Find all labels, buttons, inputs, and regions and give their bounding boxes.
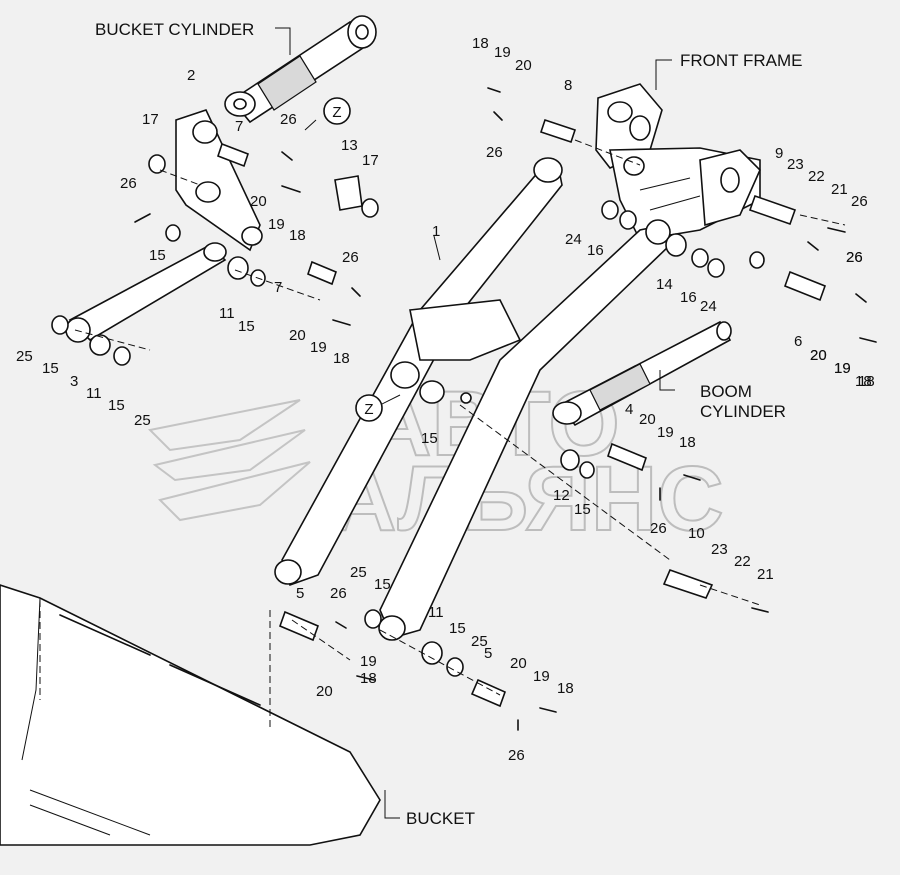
- callout: 7: [274, 279, 282, 296]
- callout: 13: [341, 137, 358, 154]
- callout: 18: [858, 373, 875, 390]
- callout: 18: [289, 227, 306, 244]
- callout: 19: [360, 653, 377, 670]
- callout: 10: [688, 525, 705, 542]
- bucket-cylinder: [224, 15, 377, 124]
- callout: 23: [787, 156, 804, 173]
- watermark-line-2: АЛЬЯНС: [330, 448, 724, 550]
- callout: 4: [625, 401, 633, 418]
- callout: 19: [834, 360, 851, 377]
- callout: 5: [484, 645, 492, 662]
- callout: 26: [508, 747, 525, 764]
- callout: 8: [564, 77, 572, 94]
- callout: 19: [268, 216, 285, 233]
- callout: 18: [855, 373, 872, 390]
- callout: 6: [794, 333, 802, 350]
- callout: 19: [834, 360, 851, 377]
- callout: 12: [553, 487, 570, 504]
- callout: 20: [515, 57, 532, 74]
- callout: 15: [238, 318, 255, 335]
- callout: 20: [316, 683, 333, 700]
- callout: 26: [846, 249, 863, 266]
- callout: 15: [574, 501, 591, 518]
- label-front-frame: FRONT FRAME: [680, 51, 802, 70]
- callout: 15: [374, 576, 391, 593]
- callout: 20: [810, 347, 827, 364]
- view-marker-boom: Z: [355, 394, 383, 422]
- callout: 14: [656, 276, 673, 293]
- label-bucket-cylinder: BUCKET CYLINDER: [95, 20, 254, 39]
- label-bucket: BUCKET: [406, 809, 475, 828]
- callout: 20: [639, 411, 656, 428]
- callout: 26: [486, 144, 503, 161]
- view-marker-top: Z: [323, 97, 351, 125]
- callout: 11: [86, 385, 102, 402]
- callout: 26: [650, 520, 667, 537]
- callout: 7: [235, 118, 243, 135]
- callout: 15: [421, 430, 438, 447]
- callout: 9: [775, 145, 783, 162]
- leader-lines: [275, 27, 675, 819]
- callout: 18: [333, 350, 350, 367]
- callout: 18: [472, 35, 489, 52]
- callout: 23: [711, 541, 728, 558]
- watermark-logo: [147, 399, 311, 522]
- callout: 22: [808, 168, 825, 185]
- label-boom-cylinder-1: BOOM: [700, 382, 752, 401]
- callout: 20: [250, 193, 267, 210]
- callout: 11: [428, 604, 444, 621]
- callout: 26: [120, 175, 137, 192]
- callout: 25: [350, 564, 367, 581]
- callout: 26: [330, 585, 347, 602]
- view-marker-label-boom: Z: [364, 401, 373, 418]
- callout: 21: [757, 566, 774, 583]
- callout: 26: [851, 193, 868, 210]
- label-boom-cylinder-2: CYLINDER: [700, 402, 786, 421]
- callout: 19: [310, 339, 327, 356]
- hardware: [51, 87, 877, 731]
- assembly-lines: [39, 139, 846, 730]
- view-marker-label-top: Z: [332, 104, 341, 121]
- front-frame: [595, 83, 761, 241]
- callout: 18: [360, 670, 377, 687]
- callout: 18: [557, 680, 574, 697]
- callout: 26: [846, 249, 863, 266]
- callout: 2: [187, 67, 195, 84]
- callout: 15: [108, 397, 125, 414]
- callout: 24: [700, 298, 717, 315]
- callouts: 1 2 3 4 5 5 6 7 7 8 9 10 11 11 11 12 13 …: [16, 35, 875, 764]
- callout: 3: [70, 373, 78, 390]
- bucket: [0, 584, 381, 846]
- callout: 15: [149, 247, 166, 264]
- callout: 17: [362, 152, 379, 169]
- callout: 17: [142, 111, 159, 128]
- callout: 19: [657, 424, 674, 441]
- callout: 5: [296, 585, 304, 602]
- callout: 20: [810, 347, 827, 364]
- callout: 26: [342, 249, 359, 266]
- callout: 22: [734, 553, 751, 570]
- callout: 18: [679, 434, 696, 451]
- callout: 25: [471, 633, 488, 650]
- callout: 19: [494, 44, 511, 61]
- callout: 20: [289, 327, 306, 344]
- callout: 15: [449, 620, 466, 637]
- callout: 16: [587, 242, 604, 259]
- callout: 26: [280, 111, 297, 128]
- callout: 1: [432, 223, 440, 240]
- bellcrank-and-link: [65, 109, 263, 343]
- callout: 25: [134, 412, 151, 429]
- callout: 16: [680, 289, 697, 306]
- callout: 20: [510, 655, 527, 672]
- boom-cylinder: [552, 320, 732, 427]
- callout: 19: [533, 668, 550, 685]
- callout: 24: [565, 231, 582, 248]
- callout: 15: [42, 360, 59, 377]
- callout: 11: [219, 305, 235, 322]
- callout: 25: [16, 348, 33, 365]
- callout: 21: [831, 181, 848, 198]
